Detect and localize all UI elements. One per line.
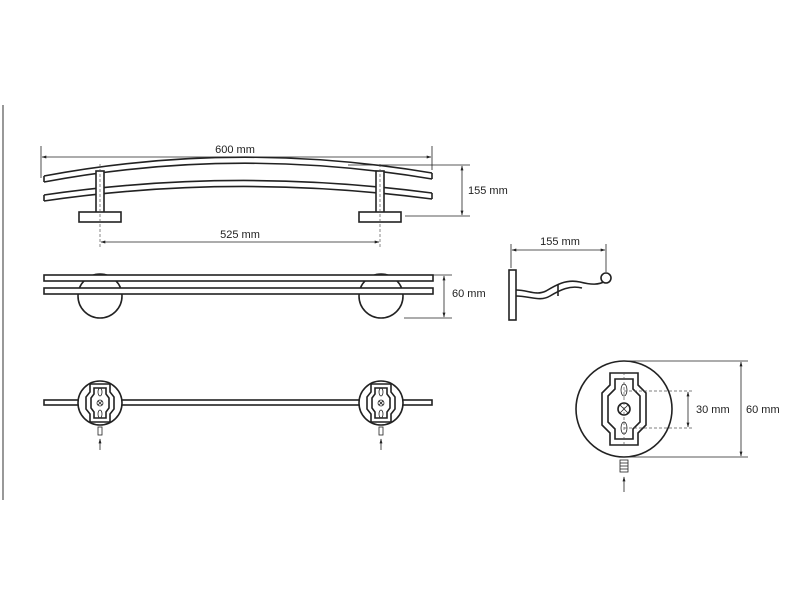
right-mount-plate xyxy=(358,380,404,450)
detail-view: 30 mm 60 mm xyxy=(575,360,780,492)
left-mount-plate xyxy=(77,380,123,450)
dimension-height: 155 mm xyxy=(348,164,508,217)
dimension-label-155-height: 155 mm xyxy=(468,185,508,197)
dimension-label-600: 600 mm xyxy=(215,144,255,156)
front-view xyxy=(43,156,433,248)
dimension-label-30: 30 mm xyxy=(696,404,730,416)
dimension-label-155-depth: 155 mm xyxy=(540,236,580,248)
dimension-mount-spacing: 525 mm xyxy=(100,229,380,244)
dimension-label-60-top: 60 mm xyxy=(452,288,486,300)
side-view: 155 mm xyxy=(508,236,612,321)
dimension-label-60-base: 60 mm xyxy=(746,404,780,416)
top-view: 60 mm xyxy=(43,273,486,319)
dimension-overall-length: 600 mm xyxy=(40,144,433,178)
bottom-view xyxy=(43,380,433,450)
dimension-label-525: 525 mm xyxy=(220,229,260,241)
